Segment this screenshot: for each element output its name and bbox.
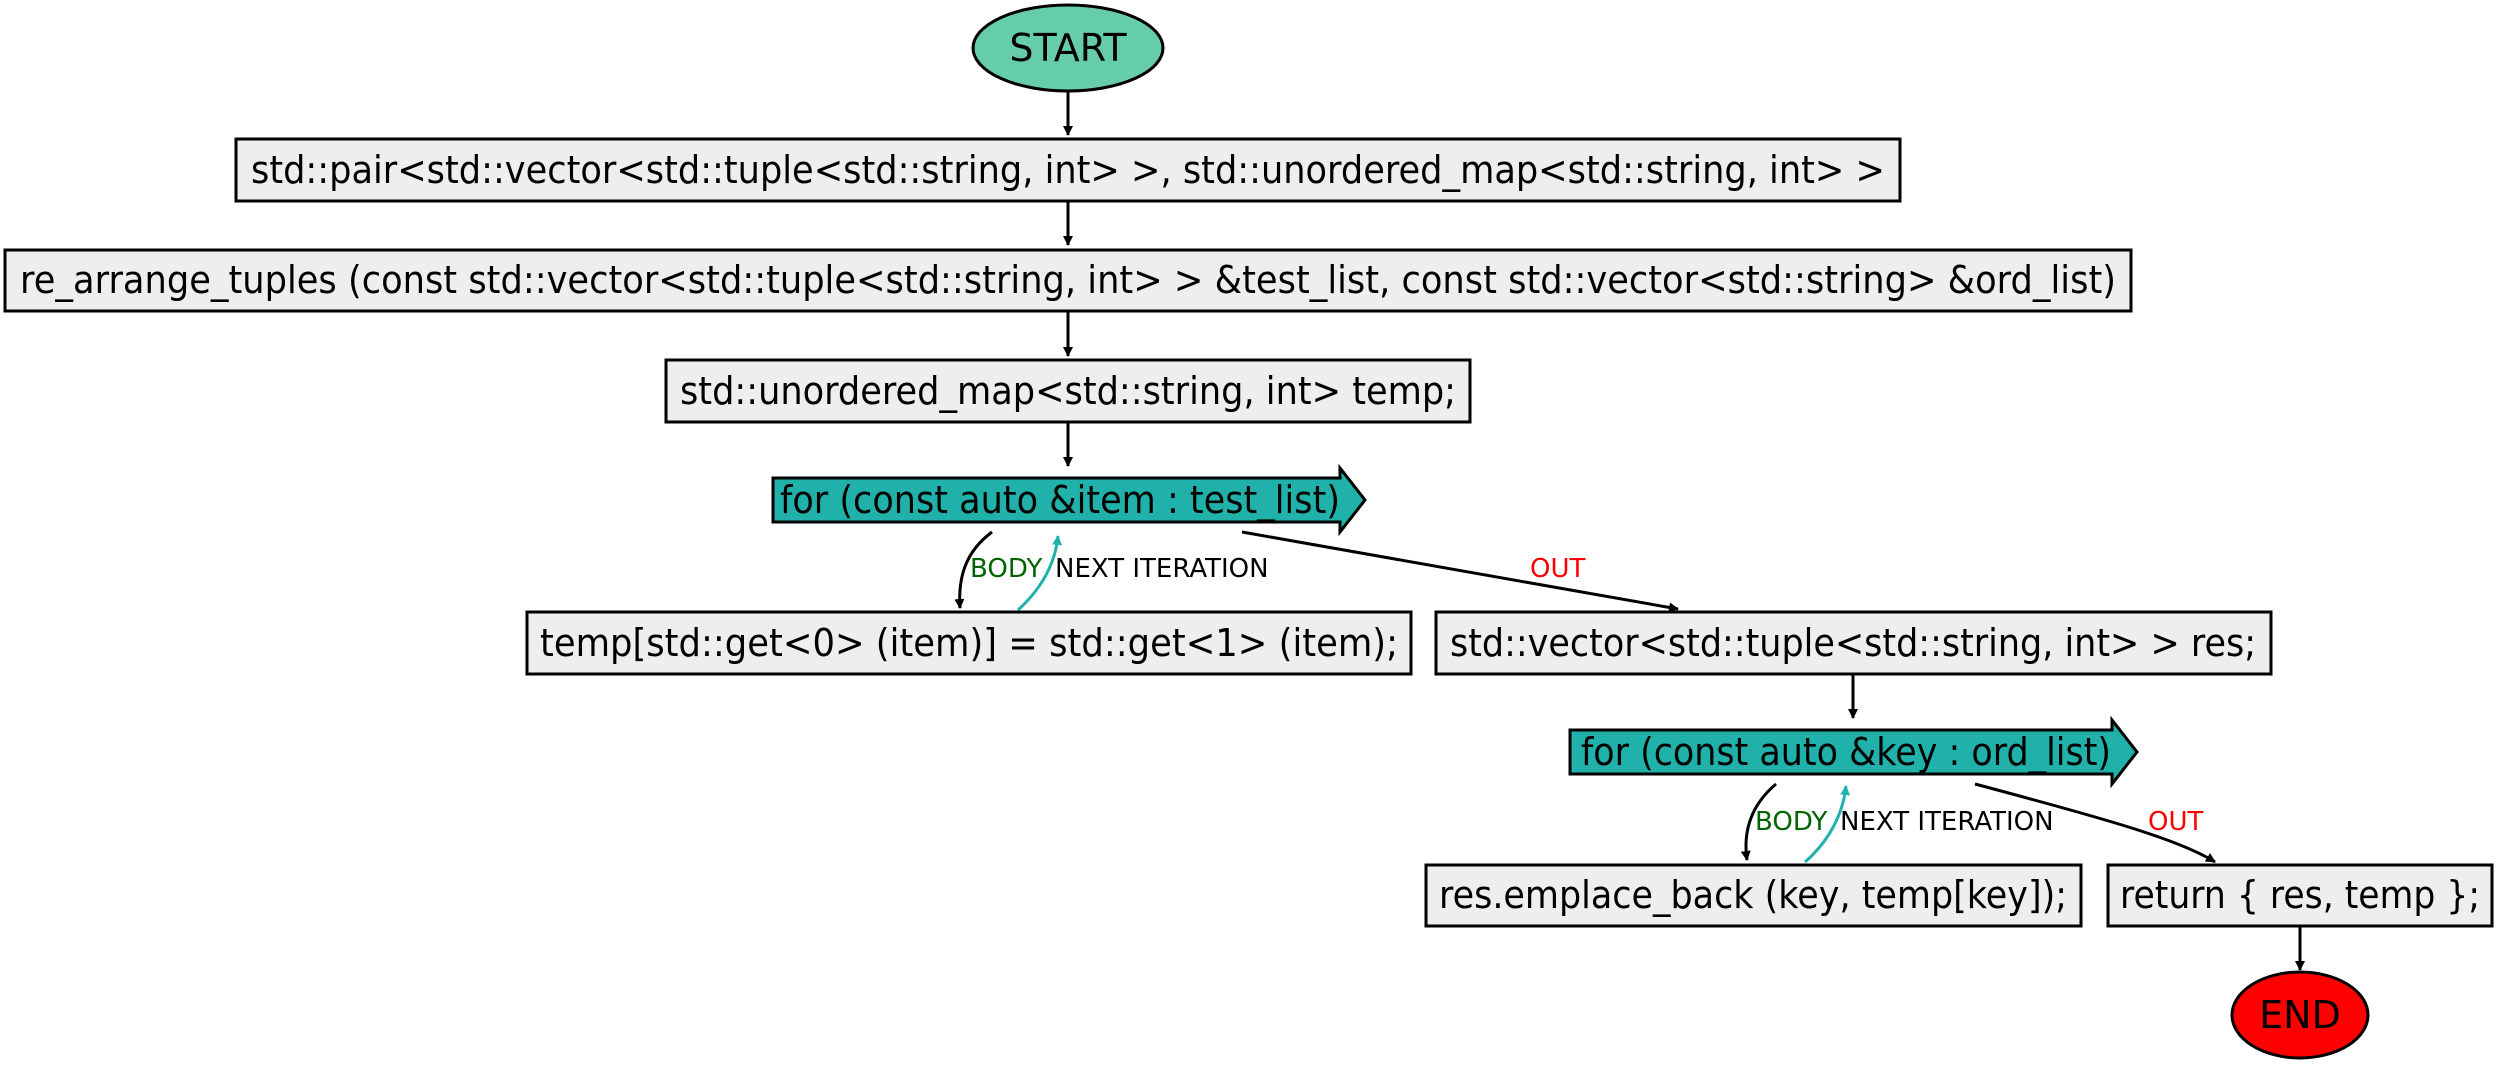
- return-box: [2106, 863, 2494, 928]
- signature-node: re_arrange_tuples (const std::vector<std…: [3, 248, 2133, 313]
- loop2-next-iteration-label: NEXT ITERATION: [1840, 807, 2054, 837]
- return-type-node: std::pair<std::vector<std::tuple<std::st…: [234, 137, 1902, 203]
- loop1-node: for (const auto &item : test_list): [771, 463, 1367, 537]
- loop2-node: for (const auto &key : ord_list): [1568, 715, 2139, 789]
- decl-temp-box: [664, 358, 1472, 424]
- edge-loop1-next-iteration: [1016, 535, 1063, 612]
- loop1-body-node: temp[std::get<0> (item)] = std::get<1> (…: [525, 610, 1413, 676]
- start-node: START: [971, 3, 1165, 93]
- loop2-body-label: BODY: [1755, 807, 1827, 837]
- end-label: END: [2259, 993, 2341, 1037]
- edges: [954, 92, 2305, 971]
- edge-loop1-body: [954, 530, 993, 609]
- loop2-body-label-text: res.emplace_back (key, temp[key]);: [1439, 873, 2067, 917]
- signature-label: re_arrange_tuples (const std::vector<std…: [20, 258, 2116, 302]
- edge-labels: BODY NEXT ITERATION OUT BODY NEXT ITERAT…: [970, 554, 2203, 837]
- loop2-body-node: res.emplace_back (key, temp[key]);: [1424, 863, 2083, 928]
- return-type-label: std::pair<std::vector<std::tuple<std::st…: [251, 148, 1885, 192]
- end-node: END: [2230, 970, 2370, 1060]
- start-ellipse: [971, 3, 1165, 93]
- loop1-label: for (const auto &item : test_list): [780, 478, 1340, 522]
- decl-temp-node: std::unordered_map<std::string, int> tem…: [664, 358, 1472, 424]
- loop1-body-label: BODY: [970, 554, 1042, 584]
- loop2-body-box: [1424, 863, 2083, 928]
- loop1-body-label-text: temp[std::get<0> (item)] = std::get<1> (…: [540, 621, 1398, 665]
- end-ellipse: [2230, 970, 2370, 1060]
- decl-res-label: std::vector<std::tuple<std::string, int>…: [1450, 621, 2256, 665]
- decl-temp-label: std::unordered_map<std::string, int> tem…: [680, 369, 1456, 413]
- loop2-out-label: OUT: [2148, 807, 2203, 837]
- return-node: return { res, temp };: [2106, 863, 2494, 928]
- loop1-out-label: OUT: [1530, 554, 1585, 584]
- loop2-label: for (const auto &key : ord_list): [1581, 730, 2111, 774]
- loop1-next-iteration-label: NEXT ITERATION: [1055, 554, 1269, 584]
- loop1-body-box: [525, 610, 1413, 676]
- decl-res-node: std::vector<std::tuple<std::string, int>…: [1434, 610, 2273, 676]
- decl-res-box: [1434, 610, 2273, 676]
- edge-loop2-body: [1740, 782, 1777, 861]
- edge-loop2-out: [1974, 782, 2216, 864]
- loop1-shape: [771, 463, 1367, 537]
- edge-loop2-next-iteration: [1804, 785, 1851, 864]
- return-label: return { res, temp };: [2120, 873, 2480, 917]
- loop2-arrow-shape: [1568, 715, 2139, 789]
- return-type-box: [234, 137, 1902, 203]
- edge-loop1-out: [1241, 530, 1679, 613]
- signature-box: [3, 248, 2133, 313]
- start-label: START: [1009, 26, 1127, 70]
